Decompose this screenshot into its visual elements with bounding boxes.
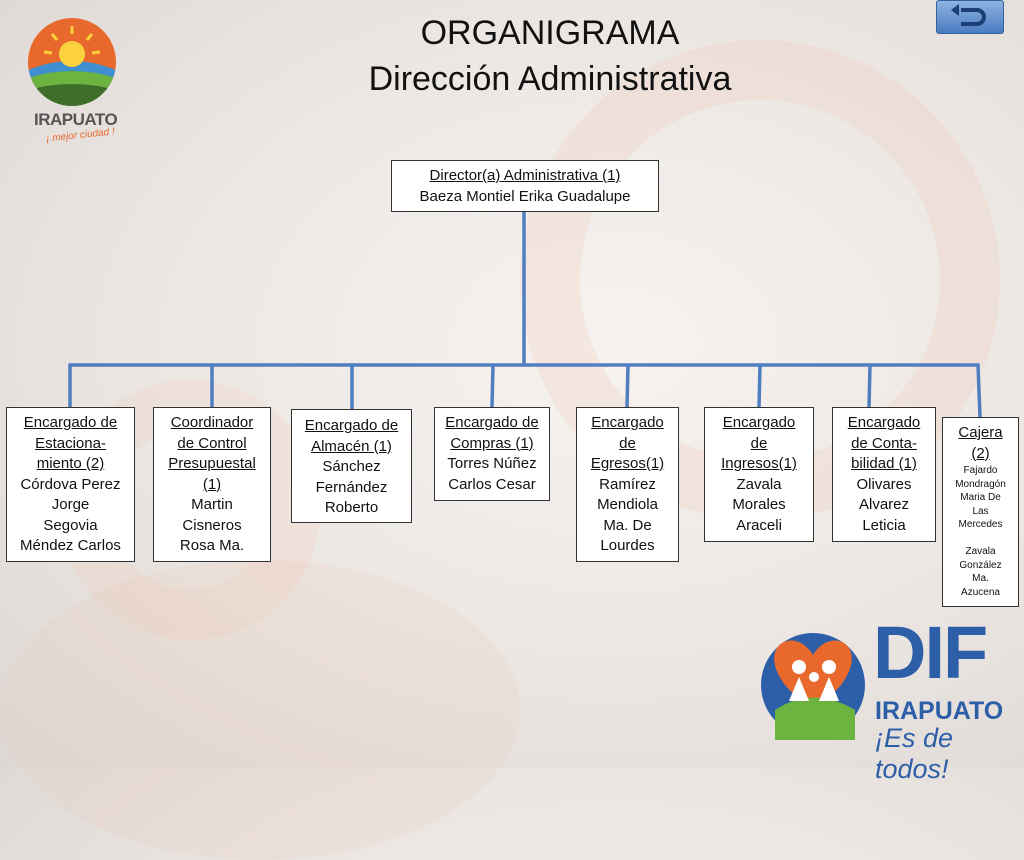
connector-branch	[867, 363, 872, 409]
unit-member: Morales	[732, 496, 786, 513]
irapuato-sun-icon	[28, 18, 116, 106]
unit-member: Méndez Carlos	[20, 537, 121, 554]
unit-title: Ingresos(1)	[721, 455, 797, 472]
unit-member: Torres Núñez	[447, 455, 537, 472]
director-name: Baeza Montiel Erika Guadalupe	[419, 187, 631, 205]
unit-member: Roberto	[324, 499, 379, 516]
connector-branch	[490, 363, 495, 409]
dif-logo: DIF IRAPUATO ¡Es de todos!	[755, 611, 1015, 784]
unit-box-contabilidad: Encargado de Conta- bilidad (1) Olivares…	[832, 407, 936, 542]
unit-member: Fernández	[315, 478, 388, 496]
unit-member: Zavala	[736, 475, 782, 493]
unit-member: Zavala	[965, 546, 996, 557]
dif-logo-city: IRAPUATO	[875, 697, 1004, 725]
unit-member: Maria De	[960, 492, 1001, 503]
unit-member: Azucena	[961, 586, 1000, 598]
unit-title: Encargado de	[23, 414, 118, 431]
unit-member: Jorge	[51, 496, 90, 513]
director-title: Director(a) Administrativa (1)	[429, 167, 621, 184]
unit-member: Rosa Ma.	[179, 537, 245, 554]
unit-box-egresos: Encargado de Egresos(1) Ramírez Mendiola…	[576, 407, 679, 562]
unit-member: Sánchez	[322, 458, 381, 475]
unit-member: Fajardo	[963, 465, 998, 476]
unit-title: Encargado	[591, 414, 664, 431]
unit-member: Mondragón	[955, 478, 1006, 490]
unit-member: Lourdes	[600, 537, 655, 554]
unit-member: Las	[972, 505, 989, 517]
unit-title: miento (2)	[36, 455, 105, 472]
unit-member: Mercedes	[958, 519, 1003, 530]
unit-member: Araceli	[736, 516, 782, 534]
director-box: Director(a) Administrativa (1) Baeza Mon…	[391, 160, 659, 212]
unit-title: Cajera	[958, 424, 1003, 441]
unit-member: González	[959, 559, 1002, 571]
unit-title: (1)	[202, 475, 222, 493]
unit-title: de	[619, 434, 636, 452]
page-subtitle: Dirección Administrativa	[368, 60, 732, 98]
unit-title: Encargado de	[304, 417, 399, 434]
unit-title: Egresos(1)	[590, 455, 665, 472]
unit-member: Olivares	[856, 475, 912, 493]
unit-member-spacer	[943, 532, 1018, 546]
unit-title: bilidad (1)	[851, 455, 917, 472]
unit-box-estacionamiento: Encargado de Estaciona- miento (2) Córdo…	[6, 407, 135, 562]
unit-title: de	[750, 434, 768, 452]
unit-box-cajera: Cajera (2) Fajardo Mondragón Maria De La…	[942, 417, 1019, 607]
unit-title: Encargado	[722, 414, 796, 431]
unit-member: Alvarez	[858, 496, 910, 513]
unit-member: Segovia	[43, 516, 98, 534]
unit-member: Córdova Perez	[20, 475, 121, 493]
unit-title: Estaciona-	[35, 434, 106, 452]
unit-title: Encargado de	[445, 414, 539, 431]
return-arrow-icon	[951, 4, 986, 26]
unit-member: Mendiola	[597, 496, 658, 513]
connector-branch	[976, 363, 982, 419]
irapuato-logo-name: IRAPUATO	[34, 110, 118, 129]
unit-member: Martin	[191, 496, 233, 513]
dif-logo-name: DIF	[873, 611, 988, 694]
unit-box-ingresos: Encargado de Ingresos(1) Zavala Morales …	[704, 407, 814, 542]
org-connectors	[68, 210, 982, 419]
irapuato-logo: IRAPUATO ¡ mejor ciudad !	[22, 12, 132, 147]
unit-member: Cisneros	[182, 516, 242, 534]
unit-member: Ramírez	[599, 475, 656, 493]
unit-box-almacen: Encargado de Almacén (1) Sánchez Fernánd…	[291, 409, 412, 523]
connector-branch	[757, 363, 762, 409]
unit-member: Ma.	[972, 573, 989, 584]
unit-title: Coordinador	[170, 414, 254, 431]
back-button[interactable]	[936, 0, 1004, 34]
unit-member: Ma. De	[603, 516, 652, 534]
unit-title: de Conta-	[851, 434, 917, 452]
unit-member: Leticia	[862, 516, 906, 534]
unit-member: Carlos Cesar	[448, 475, 536, 493]
unit-title: Encargado	[847, 414, 921, 431]
unit-box-control-presupuestal: Coordinador de Control Presupuestal (1) …	[153, 407, 271, 562]
unit-title: Compras (1)	[450, 434, 534, 452]
connector-branch	[625, 363, 630, 409]
dif-logo-slogan: ¡Es de todos!	[875, 723, 954, 784]
dif-family-icon	[761, 633, 865, 740]
unit-title: Almacén (1)	[311, 437, 392, 455]
unit-title: Presupuestal	[168, 455, 256, 472]
unit-title: (2)	[971, 444, 990, 462]
page-title: ORGANIGRAMA	[420, 14, 680, 52]
unit-title: de Control	[177, 434, 247, 452]
unit-box-compras: Encargado de Compras (1) Torres Núñez Ca…	[434, 407, 550, 501]
